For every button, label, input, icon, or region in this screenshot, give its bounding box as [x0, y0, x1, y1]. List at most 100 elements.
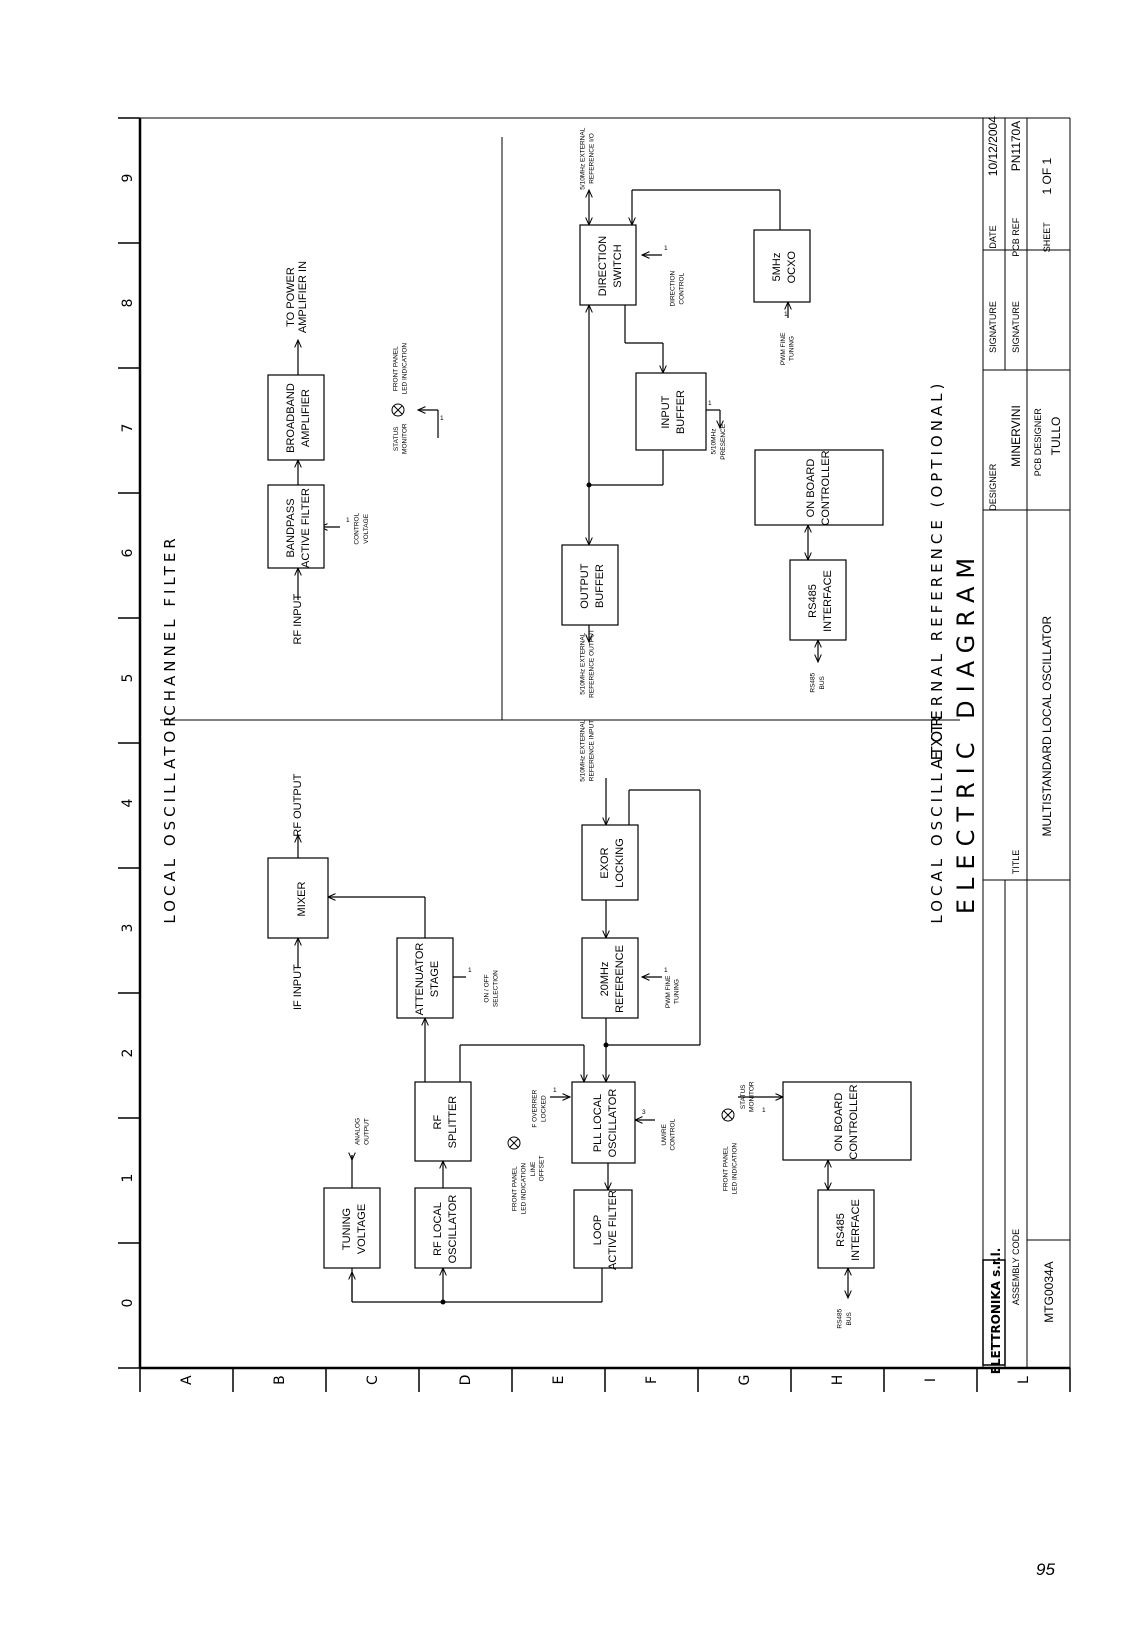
signal-label: OUTPUT: [364, 1118, 371, 1145]
signal-label: 5/10MHz EXTERNAL: [580, 632, 587, 695]
signal-label: REFERENCE I/O: [589, 133, 596, 184]
block-tuning-voltage: TUNING VOLTAGE: [323, 1187, 381, 1269]
block-label: CONTROLLER: [848, 1084, 860, 1159]
title-block-pcb-ref: PN1170A: [1009, 121, 1023, 171]
signal-label: LED INDICATION: [402, 343, 409, 395]
block-pll-local-oscillator: PLL LOCAL OSCILLATOR: [571, 1081, 636, 1164]
grid-number: 8: [120, 299, 136, 308]
section-title-local-oscillator-2: LOCAL OSCILLATOR: [928, 712, 946, 923]
title-block-assembly-code: MTG0034A: [1042, 1261, 1056, 1322]
block-bandpass-filter: BANDPASS ACTIVE FILTER: [267, 484, 325, 569]
block-onboard-controller-bottom: ON BOARD CONTROLLER: [782, 1081, 912, 1161]
company-logo: ELETTRONIKA s.r.l.: [982, 1248, 1006, 1375]
title-block-label: DESIGNER: [988, 463, 998, 511]
signal-label: AMPLIFIER IN: [297, 261, 309, 333]
block-label: EXOR: [599, 847, 611, 878]
signal-label: PWM FINE: [665, 975, 672, 1008]
title-block-label: SIGNATURE: [988, 301, 998, 353]
signal-label: FRONT PANEL: [393, 346, 400, 391]
block-label: BUFFER: [594, 564, 606, 608]
block-label: AMPLIFIER: [300, 389, 312, 447]
block-label: BUFFER: [675, 390, 687, 434]
grid-number: 0: [120, 1299, 136, 1308]
grid-number: 7: [120, 424, 136, 433]
block-label: LOCKING: [614, 838, 626, 888]
title-block: [982, 118, 1070, 1368]
signal-label: SELECTION: [493, 970, 500, 1007]
pin-number: 1: [784, 311, 788, 318]
block-label: RS485: [835, 1213, 847, 1247]
title-block-label: PCB REF: [1011, 217, 1021, 257]
title-block-label: PCB DESIGNER: [1033, 408, 1043, 477]
block-mixer: MIXER: [267, 857, 329, 939]
diagram-title: ELECTRIC DIAGRAM: [952, 550, 980, 914]
signal-label: LED INDICATION: [521, 1163, 528, 1215]
block-20mhz-reference: 20MHz REFERENCE: [581, 937, 639, 1019]
block-label: PLL LOCAL: [592, 1094, 604, 1152]
signal-label: CONTROL: [679, 272, 686, 304]
signal-label: FRONT PANEL: [512, 1166, 519, 1211]
grid-letter: F: [644, 1376, 660, 1384]
signal-label: 5/10MHz: [711, 428, 718, 454]
grid-letter: C: [365, 1375, 381, 1385]
block-label: INTERFACE: [822, 570, 834, 632]
block-label: BROADBAND: [285, 383, 297, 453]
pin-number: 1: [553, 1087, 557, 1094]
block-label: TUNING: [341, 1208, 353, 1250]
grid-letter: H: [830, 1375, 846, 1386]
signal-label: CONTROL: [354, 512, 361, 544]
block-label: INTERFACE: [850, 1199, 862, 1261]
block-label: ON BOARD: [805, 459, 817, 518]
grid-letter: B: [272, 1375, 288, 1385]
wiring: [298, 190, 848, 1303]
grid-frame: [118, 117, 1071, 1392]
signal-label: IF INPUT: [292, 964, 304, 1010]
block-label: OSCILLATOR: [607, 1089, 619, 1158]
signal-label: TUNING: [674, 979, 681, 1004]
grid-number: 9: [120, 174, 136, 183]
signal-label: DIRECTION: [670, 270, 677, 306]
grid-number: 2: [120, 1049, 136, 1058]
signal-label: RS485: [837, 1308, 844, 1328]
pin-number: 1: [468, 967, 472, 974]
block-label: DIRECTION: [597, 236, 609, 297]
signal-label: OFFSET: [539, 1156, 546, 1182]
signal-label: RF INPUT: [292, 594, 304, 645]
signal-label: BUS: [846, 1311, 853, 1325]
block-label: SPLITTER: [447, 1096, 459, 1149]
signal-label: STATUS: [740, 1084, 747, 1109]
signal-label: 5/10MHz EXTERNAL: [580, 719, 587, 782]
block-label: 5MHz: [771, 253, 783, 282]
svg-text:ELETTRONIKA s.r.l.: ELETTRONIKA s.r.l.: [989, 1248, 1003, 1375]
block-label: OUTPUT: [579, 563, 591, 609]
block-broadband-amplifier: BROADBAND AMPLIFIER: [267, 374, 325, 461]
signal-label: ON / OFF: [484, 974, 491, 1002]
signal-label: LOCKED: [541, 1095, 548, 1122]
block-input-buffer: INPUT BUFFER: [635, 372, 707, 451]
block-label: RS485: [807, 584, 819, 618]
grid-letter: I: [923, 1378, 939, 1382]
junction-dot: [603, 1042, 609, 1048]
block-label: OSCILLATOR: [447, 1195, 459, 1264]
grid-letter: D: [458, 1375, 474, 1386]
block-loop-active-filter: LOOP ACTIVE FILTER: [573, 1189, 633, 1270]
grid-number: 1: [120, 1174, 136, 1183]
signal-label: REFERENCE OUTPUT: [589, 629, 596, 698]
block-direction-switch: DIRECTION SWITCH: [579, 224, 637, 306]
signal-label: PRESENCE: [720, 423, 727, 459]
signal-label: VOLTAGE: [363, 513, 370, 543]
led-indicator-icon: [507, 1136, 521, 1150]
title-block-label: DATE: [988, 225, 998, 248]
block-label: 20MHz: [599, 962, 611, 997]
block-exor-locking: EXOR LOCKING: [581, 824, 639, 901]
block-label: MIXER: [296, 882, 308, 917]
block-rf-local-oscillator: RF LOCAL OSCILLATOR: [414, 1187, 472, 1269]
block-rs485-interface-top: RS485 INTERFACE: [789, 559, 847, 641]
pin-number: 1: [708, 400, 712, 407]
block-label: CONTROLLER: [820, 450, 832, 525]
block-onboard-controller-top: ON BOARD CONTROLLER: [754, 449, 884, 526]
block-label: ON BOARD: [833, 1093, 845, 1152]
pin-number: 1: [346, 517, 350, 524]
signal-label: UWIRE: [661, 1123, 668, 1145]
